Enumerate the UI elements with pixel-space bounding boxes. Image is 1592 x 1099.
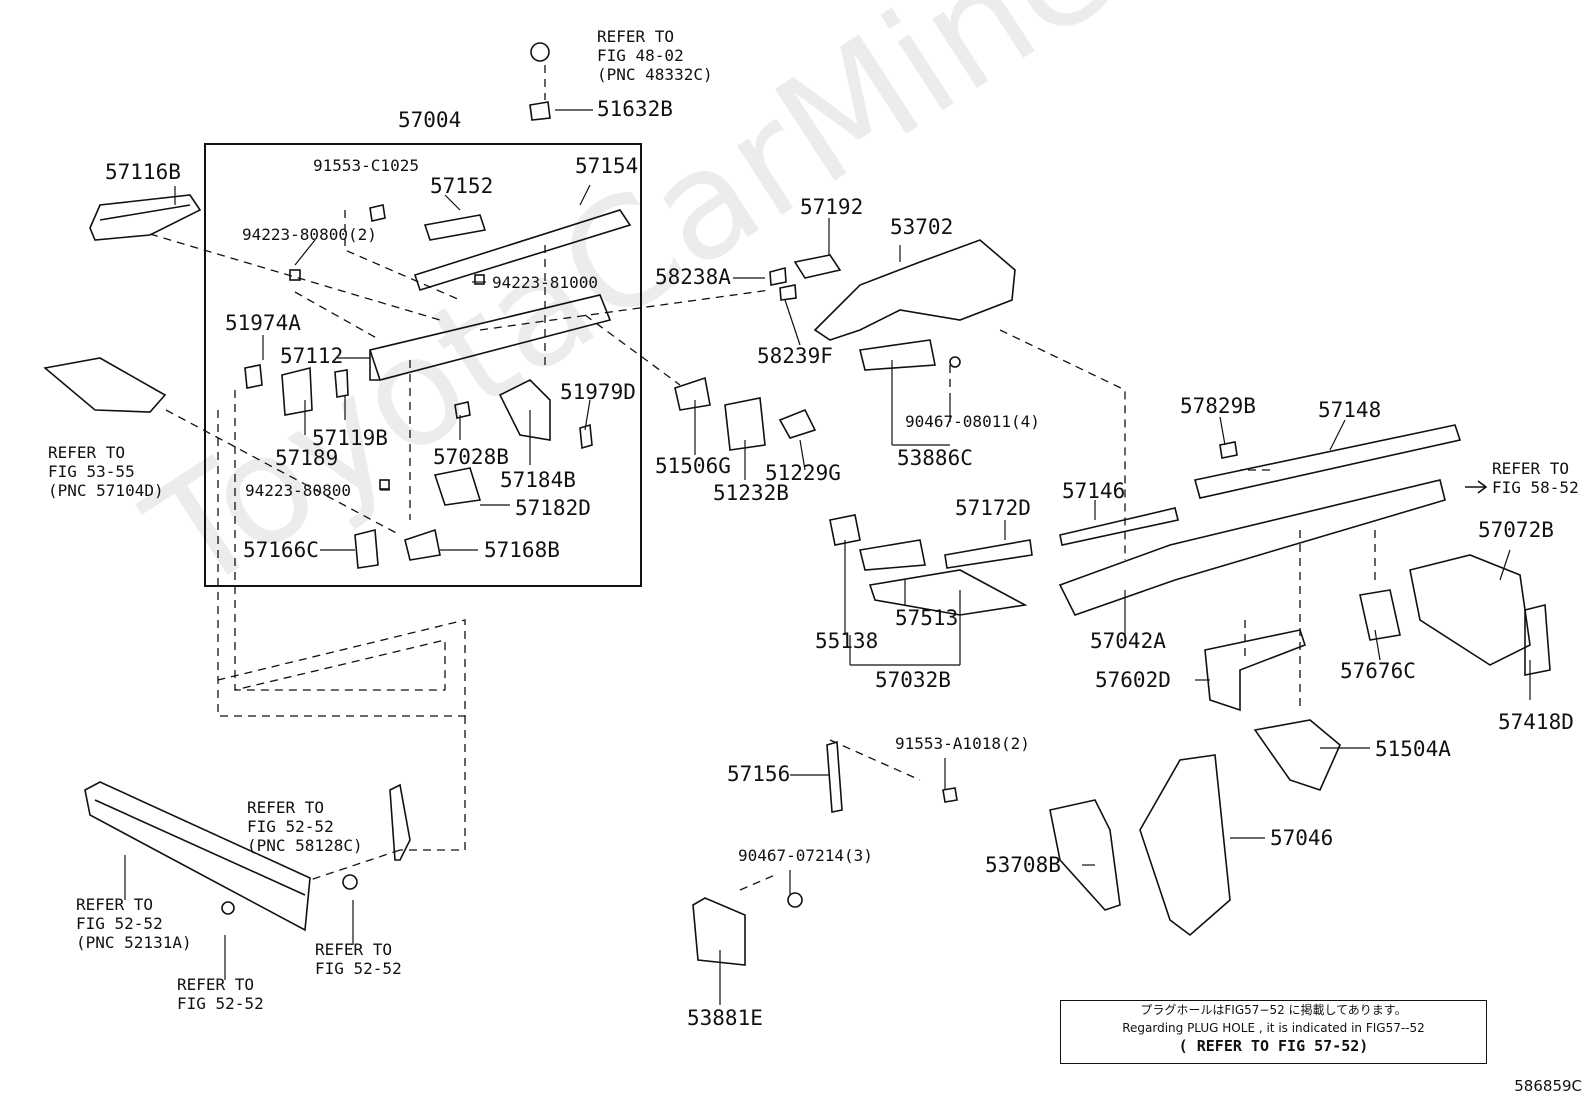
refer-note-fig-52-52-c: REFER TO FIG 52-52	[315, 940, 402, 978]
part-label-51229G: 51229G	[765, 461, 841, 485]
part-label-58239F: 58239F	[757, 344, 833, 368]
part-label-58238A: 58238A	[655, 265, 731, 289]
part-label-90467-08011: 90467-08011(4)	[905, 412, 1040, 431]
part-label-57148: 57148	[1318, 398, 1382, 422]
part-label-55138: 55138	[815, 629, 879, 653]
part-label-94223-80800: 94223-80800	[245, 481, 351, 500]
note-line-japanese: プラグホールはFIG57−52 に掲載してあります。	[1140, 1003, 1407, 1017]
part-label-57168B: 57168B	[484, 538, 560, 562]
dashed-guides	[149, 65, 1376, 891]
part-label-57072B: 57072B	[1478, 518, 1554, 542]
plug-hole-note: プラグホールはFIG57−52 に掲載してあります。 Regarding PLU…	[1060, 1000, 1487, 1064]
part-label-51506G: 51506G	[655, 454, 731, 478]
part-label-51979D: 51979D	[560, 380, 636, 404]
part-label-57046: 57046	[1270, 826, 1334, 850]
part-label-51974A: 51974A	[225, 311, 301, 335]
part-shapes	[43, 42, 1551, 966]
part-label-57028B: 57028B	[433, 445, 509, 469]
part-label-57184B: 57184B	[500, 468, 576, 492]
part-label-57116B: 57116B	[105, 160, 181, 184]
part-label-51632B: 51632B	[597, 97, 673, 121]
part-label-57152: 57152	[430, 174, 494, 198]
part-label-57513: 57513	[895, 606, 959, 630]
refer-note-fig-52-52-a: REFER TO FIG 52-52 (PNC 58128C)	[247, 798, 363, 855]
note-line-english: Regarding PLUG HOLE , it is indicated in…	[1122, 1021, 1425, 1035]
part-label-57418D: 57418D	[1498, 710, 1574, 734]
part-label-57189: 57189	[275, 446, 339, 470]
part-label-53708B: 53708B	[985, 853, 1061, 877]
refer-note-fig-52-52-b: REFER TO FIG 52-52 (PNC 52131A)	[76, 895, 192, 952]
part-label-57166C: 57166C	[243, 538, 319, 562]
part-label-91553-A1018: 91553-A1018(2)	[895, 734, 1030, 753]
part-label-94223-80800-2: 94223-80800(2)	[242, 225, 377, 244]
part-label-57119B: 57119B	[312, 426, 388, 450]
part-label-90467-07214: 90467-07214(3)	[738, 846, 873, 865]
part-label-94223-81000: 94223-81000	[492, 273, 598, 292]
part-label-57154: 57154	[575, 154, 639, 178]
part-label-53886C: 53886C	[897, 446, 973, 470]
part-label-57602D: 57602D	[1095, 668, 1171, 692]
refer-note-fig-52-52-d: REFER TO FIG 52-52	[177, 975, 264, 1013]
part-label-57182D: 57182D	[515, 496, 591, 520]
part-label-57004: 57004	[398, 108, 462, 132]
part-label-57146: 57146	[1062, 479, 1126, 503]
part-label-57676C: 57676C	[1340, 659, 1416, 683]
note-line-refer: ( REFER TO FIG 57-52)	[1178, 1037, 1369, 1055]
part-label-53881E: 53881E	[687, 1006, 763, 1030]
leader-lines	[124, 109, 1531, 1005]
group-box-57004	[204, 143, 642, 587]
part-label-57192: 57192	[800, 195, 864, 219]
part-label-53702: 53702	[890, 215, 954, 239]
refer-note-fig-48-02: REFER TO FIG 48-02 (PNC 48332C)	[597, 27, 713, 84]
figure-id: 586859C	[1514, 1077, 1582, 1095]
part-label-57042A: 57042A	[1090, 629, 1166, 653]
part-label-91553-C1025: 91553-C1025	[313, 156, 419, 175]
refer-note-fig-53-55: REFER TO FIG 53-55 (PNC 57104D)	[48, 443, 164, 500]
part-label-57112: 57112	[280, 344, 344, 368]
part-label-51504A: 51504A	[1375, 737, 1451, 761]
part-label-57829B: 57829B	[1180, 394, 1256, 418]
refer-note-fig-58-52: REFER TO FIG 58-52	[1492, 459, 1579, 497]
part-label-57156: 57156	[727, 762, 791, 786]
part-label-57032B: 57032B	[875, 668, 951, 692]
part-label-51232B: 51232B	[713, 481, 789, 505]
part-label-57172D: 57172D	[955, 496, 1031, 520]
